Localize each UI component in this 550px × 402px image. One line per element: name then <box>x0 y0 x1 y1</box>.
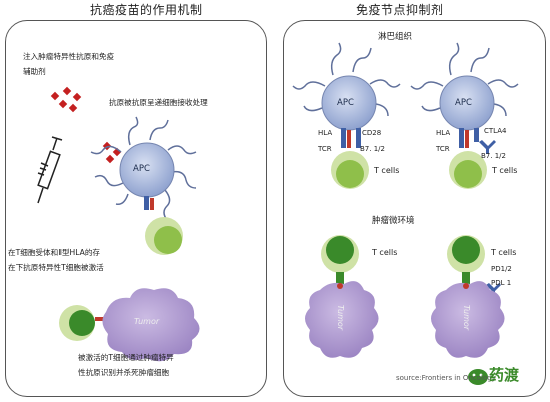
apc-cell-left <box>90 116 197 221</box>
cd28-label: CD28 <box>362 129 382 137</box>
t-cell-tumor-2 <box>447 235 485 273</box>
tcr-receptor-1 <box>347 130 351 148</box>
lymph-title: 淋巴组织 <box>378 32 413 42</box>
tcr-label-1: TCR <box>318 145 332 153</box>
kill-text-2: 性抗原识别并杀死肿瘤细胞 <box>78 368 170 377</box>
pd1-receptor-1 <box>336 272 344 284</box>
tcells-label-4: T cells <box>491 248 517 257</box>
hla-receptor-1 <box>341 128 346 148</box>
logo-icon <box>468 369 488 385</box>
tumor-label-right-1: Tumor <box>336 304 346 331</box>
pdl1-receptor-1 <box>337 283 343 289</box>
tumor-cell-right-2 <box>431 281 505 358</box>
left-panel <box>5 20 267 397</box>
tumor-env-title: 肿瘤微环境 <box>372 216 415 226</box>
t-cell-left <box>145 217 183 255</box>
tcells-label-1: T cells <box>374 166 400 175</box>
syringe-icon <box>37 136 63 204</box>
pdl1-antibody-icon <box>486 283 501 296</box>
ctla4-label: CTLA4 <box>484 127 507 135</box>
antigen-cluster <box>50 86 134 164</box>
t-cell-right-1 <box>331 151 369 189</box>
apc-cell-right-2 <box>410 42 519 131</box>
logo-text: 药渡 <box>489 366 520 384</box>
tcells-label-2: T cells <box>492 166 518 175</box>
hla-label-2: HLA <box>436 129 451 137</box>
tumor-label-left: Tumor <box>134 317 160 326</box>
left-title: 抗癌疫苗的作用机制 <box>90 3 203 17</box>
b7-label-2: B7. 1/2 <box>481 152 506 160</box>
kill-text-1: 被激活的T细胞通过肿瘤特异 <box>78 353 174 362</box>
t-cell-right-2 <box>449 151 487 189</box>
right-title: 免疫节点抑制剂 <box>356 3 444 17</box>
tumor-label-right-2: Tumor <box>462 304 472 331</box>
pdl1-label: PDL 1 <box>491 279 512 287</box>
process-text: 抗原被抗原呈递细胞接收处理 <box>109 98 208 107</box>
pdl1-receptor-2 <box>463 283 469 289</box>
b7-receptor-2 <box>474 128 479 142</box>
tcells-label-3: T cells <box>372 248 398 257</box>
apc-label-left: APC <box>133 164 150 174</box>
hla-receptor-left <box>144 196 149 210</box>
pd1-receptor-2 <box>462 272 470 284</box>
t-cell-tumor-1 <box>321 235 359 273</box>
apc-label-right-2: APC <box>455 98 472 108</box>
apc-label-right-1: APC <box>337 98 354 108</box>
inject-text-2: 辅助剂 <box>23 67 46 76</box>
tumor-cell-right-1 <box>305 281 379 358</box>
hla-receptor-2 <box>459 128 464 148</box>
b7-label-1: B7. 1/2 <box>360 145 385 153</box>
source-credit: source:Frontiers in Oncology <box>396 374 496 382</box>
tcr-receptor-2 <box>465 130 469 148</box>
tumor-cell-left <box>102 288 200 362</box>
b7-receptor-1 <box>356 128 361 148</box>
tcr-receptor-left <box>150 198 154 210</box>
hla-label-1: HLA <box>318 129 333 137</box>
pd12-label: PD1/2 <box>491 265 512 273</box>
activate-text-1: 在T细胞受体和Ⅱ型HLA的存 <box>8 248 101 257</box>
t-cell-killer <box>59 305 95 341</box>
inject-text-1: 注入肿瘤特异性抗原和免疫 <box>23 52 115 61</box>
apc-cell-right-1 <box>292 42 401 131</box>
ctla4-antibody-icon <box>479 140 496 154</box>
activate-text-2: 在下抗原特异性T细胞被激活 <box>8 263 104 272</box>
tcr-link <box>95 317 107 321</box>
tcr-label-2: TCR <box>436 145 450 153</box>
right-panel <box>283 20 546 397</box>
